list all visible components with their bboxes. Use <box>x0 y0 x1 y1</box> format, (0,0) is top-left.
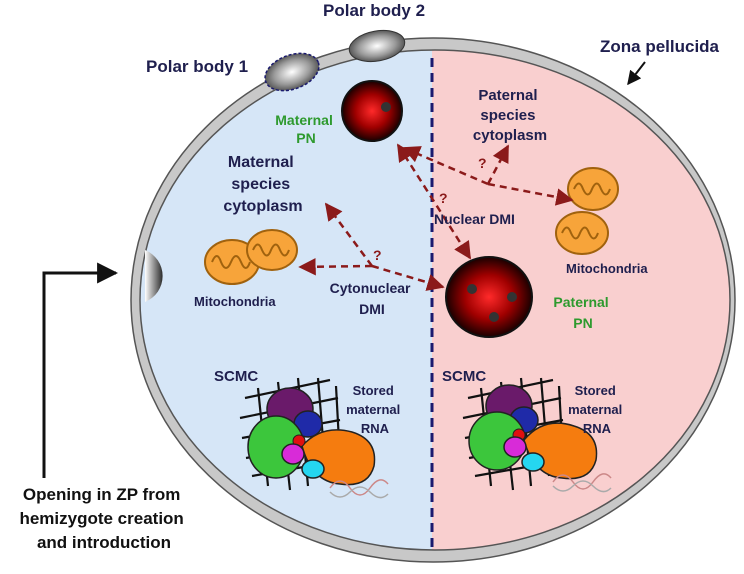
stored-rna-left-label: Stored maternal RNA <box>346 383 404 436</box>
question-mark-paternal: ? <box>478 155 487 171</box>
arrow-to-left-mitochondria <box>298 258 373 276</box>
question-mark-nuclear: ? <box>439 190 448 206</box>
opening-in-zp-label: Opening in ZP from hemizygote creation a… <box>19 485 188 552</box>
maternal-pn-label: Maternal PN <box>275 112 336 146</box>
mitochondria-left-label: Mitochondria <box>194 294 276 309</box>
nuclear-dmi-label: Nuclear DMI <box>434 211 515 227</box>
arrow-to-maternal-cytoplasm <box>324 202 374 267</box>
maternal-cytoplasm-label: Maternal species cytoplasm <box>223 154 302 215</box>
zona-pointer-arrow <box>627 61 646 86</box>
polar-body-2-label: Polar body 2 <box>323 1 425 20</box>
maternal-pronucleus <box>341 80 403 142</box>
paternal-pn-label: Paternal PN <box>553 294 612 331</box>
scmc-left-label: SCMC <box>214 368 258 385</box>
polar-body-1-label: Polar body 1 <box>146 57 248 76</box>
cytonuclear-dmi-label: Cytonuclear DMI <box>330 280 415 317</box>
interaction-arrows <box>298 143 574 291</box>
paternal-cytoplasm-label: Paternal species cytoplasm <box>473 87 547 144</box>
arrow-nuclear-dmi <box>396 143 472 260</box>
stored-rna-right-label: Stored maternal RNA <box>568 383 626 436</box>
arrow-to-paternal-pn <box>371 264 445 291</box>
arrow-to-maternal-pn <box>402 146 489 186</box>
paternal-pronucleus <box>445 256 533 338</box>
scmc-complex-left <box>239 377 389 499</box>
mitochondria-left <box>204 229 298 285</box>
scmc-right-label: SCMC <box>442 368 486 385</box>
zona-pellucida-label: Zona pellucida <box>600 37 720 56</box>
arrow-to-right-mitochondria <box>487 182 574 206</box>
polar-body-1 <box>264 52 320 92</box>
polar-body-2 <box>348 29 406 63</box>
mitochondria-right-label: Mitochondria <box>566 261 648 276</box>
zp-opening <box>145 250 163 302</box>
question-mark-cytonuclear: ? <box>373 247 382 263</box>
scmc-complex-right <box>462 377 612 493</box>
opening-pointer-arrow <box>42 262 119 478</box>
